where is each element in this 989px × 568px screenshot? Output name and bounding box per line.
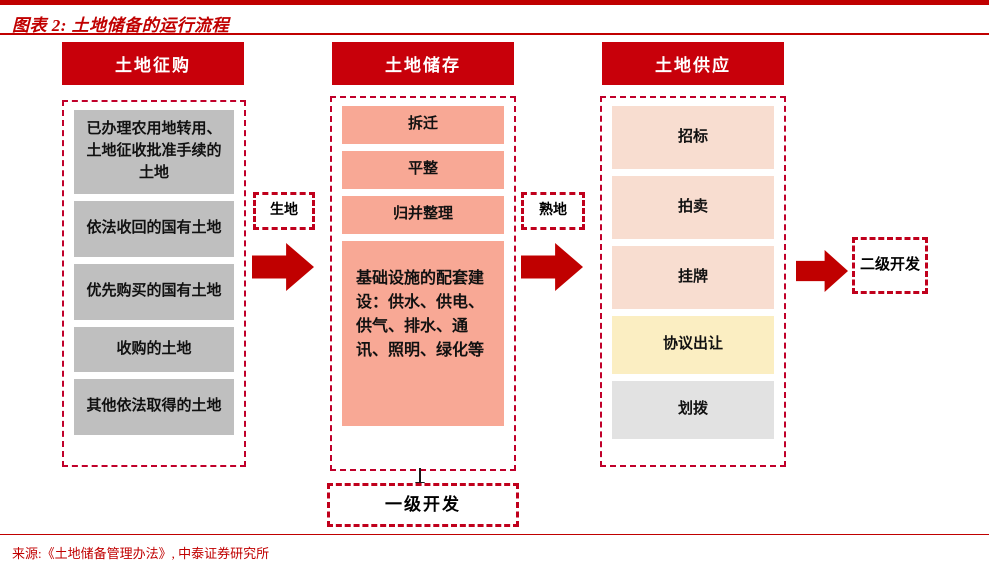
cell-item: 收购的土地 — [74, 327, 234, 372]
cell-item: 优先购买的国有土地 — [74, 264, 234, 320]
title-underline-rule — [0, 33, 989, 35]
column-header-land-storage: 土地储存 — [332, 42, 514, 85]
column-group-land-storage: 拆迁 平整 归并整理 基础设施的配套建设：供水、供电、供气、排水、通讯、照明、绿… — [330, 96, 516, 471]
column-header-land-acquisition: 土地征购 — [62, 42, 244, 85]
source-note: 来源:《土地储备管理办法》, 中泰证券研究所 — [12, 546, 270, 561]
arrow-right-icon — [796, 250, 848, 292]
outcome-label-primary-development: 一级开发 — [327, 483, 519, 527]
cell-item: 拍卖 — [612, 176, 774, 239]
cell-item-infrastructure: 基础设施的配套建设：供水、供电、供气、排水、通讯、照明、绿化等 — [342, 241, 504, 426]
cell-item: 平整 — [342, 151, 504, 189]
cell-item: 划拨 — [612, 381, 774, 439]
cell-item: 挂牌 — [612, 246, 774, 309]
cell-item: 已办理农用地转用、土地征收批准手续的土地 — [74, 110, 234, 194]
column-group-land-acquisition: 已办理农用地转用、土地征收批准手续的土地 依法收回的国有土地 优先购买的国有土地… — [62, 100, 246, 467]
cell-item: 依法收回的国有土地 — [74, 201, 234, 257]
column-header-land-supply: 土地供应 — [602, 42, 784, 85]
arrow-right-icon — [521, 243, 583, 291]
footer-rule — [0, 534, 989, 535]
top-accent-rule — [0, 0, 989, 5]
column-group-land-supply: 招标 拍卖 挂牌 协议出让 划拨 — [600, 96, 786, 467]
cell-item: 协议出让 — [612, 316, 774, 374]
cell-item: 归并整理 — [342, 196, 504, 234]
cell-item: 拆迁 — [342, 106, 504, 144]
arrow-down-icon — [415, 468, 425, 490]
arrow-right-icon — [252, 243, 314, 291]
connector-label-raw-land: 生地 — [253, 192, 315, 230]
outcome-label-secondary-development: 二级开发 — [852, 237, 928, 294]
page-title: 图表 2: 土地储备的运行流程 — [12, 16, 230, 35]
title-bar: 图表 2: 土地储备的运行流程 — [0, 5, 989, 35]
cell-item: 其他依法取得的土地 — [74, 379, 234, 435]
connector-label-developed-land: 熟地 — [521, 192, 585, 230]
cell-item: 招标 — [612, 106, 774, 169]
